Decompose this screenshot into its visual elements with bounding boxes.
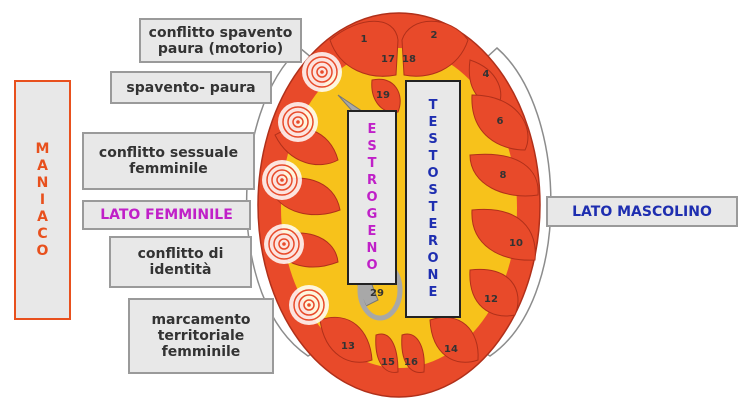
lato-femminile-box: LATO FEMMINILE [82,200,251,230]
lobes [267,20,539,373]
testosterone-letter: E [428,285,438,300]
target-territoriale [289,285,329,325]
estrogeno-letter: N [366,241,378,256]
maniaco-letter: I [39,191,46,208]
target-identita [264,224,304,264]
lato-maschile-box: LATO MASCOLINO [546,196,738,227]
label-n14: 14 [444,344,458,355]
spavento-paura-box: spavento- paura [110,71,272,104]
label-n19: 19 [376,90,390,101]
testosterone-letter: T [428,98,438,113]
target-spavento-motorio [302,52,342,92]
label-n2: 2 [431,30,438,41]
marcamento-territoriale-box: marcamento territoriale femminile [128,298,274,374]
estrogeno-letter: S [367,139,377,154]
testosterone-letter: R [427,234,438,249]
testosterone-letter: O [427,166,439,181]
label-n16: 16 [404,357,418,368]
target-spavento-paura [278,102,318,142]
maniaco-letter: N [36,174,49,191]
testosterone-letter: E [428,115,438,130]
label-n10: 10 [509,238,523,249]
estrogeno-letter: G [366,207,378,222]
estrogeno-letter: T [367,156,377,171]
maniaco-letter: C [37,225,48,242]
maniaco-letter: A [37,157,48,174]
label-n13: 13 [341,341,355,352]
maniaco-letter: A [37,208,48,225]
testosterone-letter: S [428,132,438,147]
estrogeno-letter: O [366,190,378,205]
testosterone-letter: T [428,200,438,215]
target-sessuale [262,160,302,200]
estrogeno-letter: R [366,173,377,188]
label-n1: 1 [361,34,368,45]
conflitto-identita-box: conflitto di identità [109,236,252,288]
label-n18: 18 [402,54,416,65]
estrogeno-letter: O [366,258,378,273]
maniaco-letter: O [36,242,49,259]
label-n4: 4 [483,69,490,80]
testosterone-letter: T [428,149,438,164]
label-n6: 6 [497,116,504,127]
estrogeno-letter: E [367,122,377,137]
testosterone-letter: N [427,268,439,283]
conflitto-spavento-motorio-box: conflitto spavento paura (motorio) [139,18,302,63]
testosterone-letter: O [427,251,439,266]
testosterone-letter: S [428,183,438,198]
label-n29: 29 [370,288,384,299]
label-n8: 8 [500,170,507,181]
testosterone-letter: E [428,217,438,232]
estrogeno-letter: E [367,224,377,239]
label-n17: 17 [381,54,395,65]
label-n15: 15 [381,357,395,368]
label-n12: 12 [484,294,498,305]
conflitto-sessuale-box: conflitto sessuale femminile [82,132,255,190]
maniaco-letter: M [35,140,50,157]
